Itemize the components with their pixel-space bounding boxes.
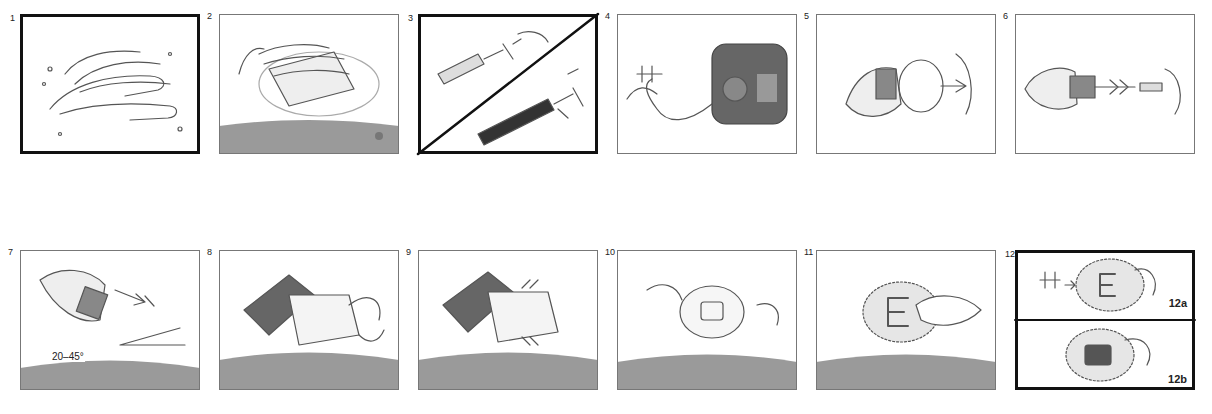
step-panel: 720–45°: [20, 250, 200, 390]
step-panel: 1: [20, 14, 200, 154]
step-panel: 3: [418, 14, 598, 154]
step-number: 1: [10, 14, 15, 23]
step-number: 12: [1005, 250, 1015, 259]
connector-attach: [1015, 259, 1195, 381]
step-panel: 10: [617, 250, 797, 390]
pump-tubing: [627, 44, 787, 124]
step-panel: 4: [617, 14, 797, 154]
step-panel: 11: [816, 250, 996, 390]
step-panel: 8: [219, 250, 399, 390]
hand-washing: [43, 51, 183, 135]
syringe-connection: [418, 14, 598, 154]
step-panel: 5: [816, 14, 996, 154]
step-number: 8: [207, 248, 212, 257]
step-number: 9: [406, 248, 411, 257]
step-panel: 6: [1015, 14, 1195, 154]
inserter-hold: [846, 54, 971, 116]
inserter-release: [219, 275, 399, 390]
step-panel: 2: [219, 14, 399, 154]
needle-guard: [1025, 68, 1180, 114]
step-number: 2: [207, 12, 212, 21]
patch-smoothing: [816, 282, 996, 390]
angle-label: 20–45°: [51, 351, 85, 362]
step-panel: 9: [418, 250, 598, 390]
step-number: 11: [804, 248, 813, 257]
step-number: 3: [408, 14, 413, 23]
skin-cleaning: [219, 45, 399, 154]
step-number: 6: [1003, 12, 1008, 21]
step-number: 4: [605, 12, 610, 21]
sub-step-label: 12a: [1168, 297, 1188, 309]
sub-step-label: 12b: [1167, 373, 1188, 385]
angled-insertion: [20, 270, 200, 390]
step-number: 5: [804, 12, 809, 21]
step-panel: 1212a12b: [1015, 250, 1195, 390]
step-number: 10: [605, 248, 615, 257]
patch-placed: [617, 285, 797, 390]
step-number: 7: [8, 248, 13, 257]
inserter-squeeze: [418, 272, 598, 390]
